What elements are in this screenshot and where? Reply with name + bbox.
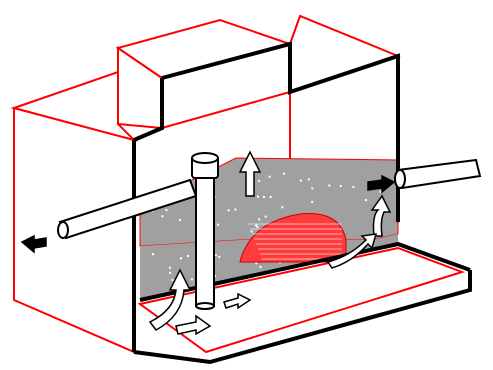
chamber-speck: [169, 272, 171, 274]
chamber-speck: [191, 278, 193, 280]
chamber-speck: [169, 267, 171, 269]
burner-pipe: [192, 153, 218, 309]
chamber-speck: [311, 187, 313, 189]
chamber-speck: [180, 257, 182, 259]
chamber-speck: [281, 206, 283, 208]
chamber-speck: [328, 185, 330, 187]
chamber-speck: [300, 180, 302, 182]
chamber-speck: [170, 172, 172, 174]
chamber-speck: [263, 196, 265, 198]
outlet-pipe-body: [398, 160, 480, 188]
outlet-pipe: [395, 160, 480, 188]
chamber-speck: [179, 219, 181, 221]
chamber-speck: [165, 209, 167, 211]
chamber-speck: [311, 201, 313, 203]
chamber-speck: [308, 178, 310, 180]
chamber-speck: [365, 199, 367, 201]
chamber-speck: [283, 173, 285, 175]
chamber-speck: [152, 253, 154, 255]
outlet-pipe-mouth: [395, 170, 405, 188]
chamber-speck: [215, 254, 217, 256]
chamber-speck: [255, 225, 257, 227]
chamber-speck: [340, 185, 342, 187]
chamber-speck: [251, 231, 253, 233]
chamber-speck: [187, 255, 189, 257]
chamber-speck: [217, 224, 219, 226]
chamber-speck: [352, 186, 354, 188]
burner-pipe-stem: [196, 174, 214, 306]
burner-pipe-cap: [192, 153, 218, 163]
chamber-speck: [172, 279, 174, 281]
chamber-speck: [234, 209, 236, 211]
chamber-speck: [218, 256, 220, 258]
inlet-pipe-mouth: [58, 222, 68, 238]
chamber-speck: [379, 191, 381, 193]
chamber-speck: [270, 196, 272, 198]
chamber-speck: [161, 215, 163, 217]
chamber-speck: [257, 196, 259, 198]
chamber-speck: [258, 218, 260, 220]
chamber-speck: [260, 266, 262, 268]
chamber-speck: [228, 209, 230, 211]
chamber-speck: [258, 180, 260, 182]
chamber-speck: [156, 187, 158, 189]
burner-pipe-base: [196, 303, 214, 309]
chamber-speck: [269, 176, 271, 178]
chamber-speck: [265, 216, 267, 218]
